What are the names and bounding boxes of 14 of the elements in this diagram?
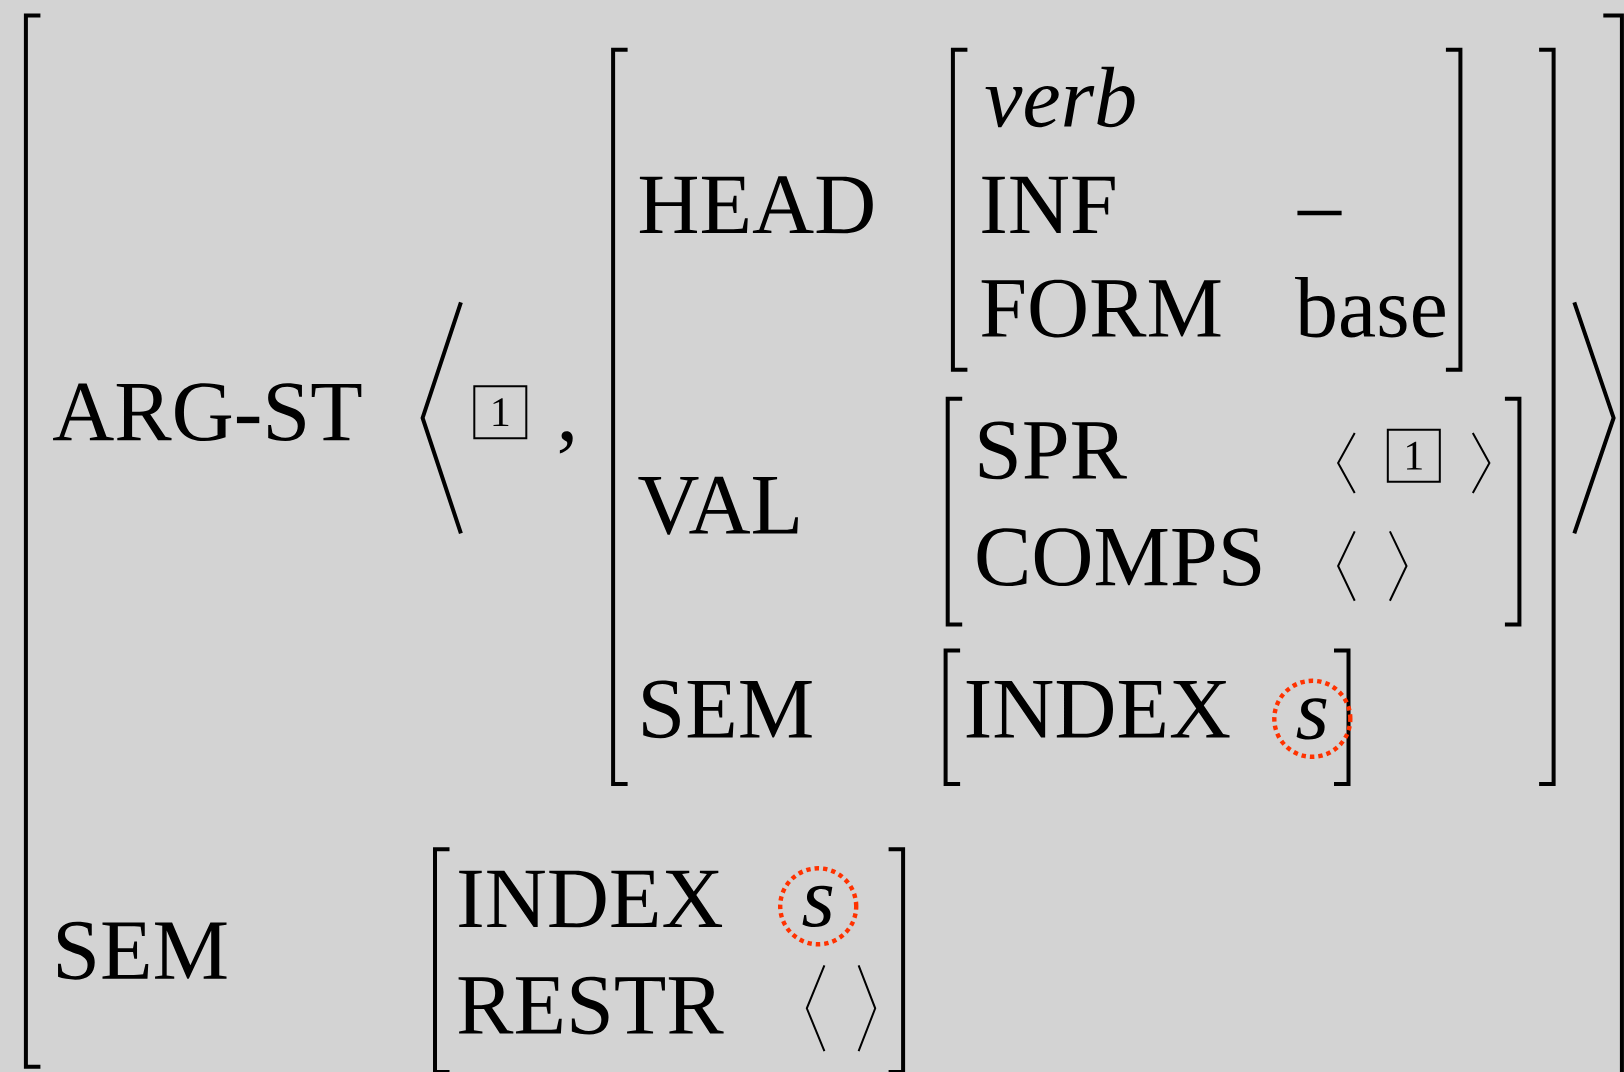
attribute-label: SPR: [979, 421, 1127, 480]
attribute-label: SEM: [57, 921, 227, 980]
boxed-tag: 1: [1386, 428, 1441, 483]
attribute-label: RESTR: [458, 976, 724, 1035]
attribute-label: FORM: [981, 279, 1221, 338]
attribute-label: INF: [982, 176, 1115, 233]
attribute-label: ,: [559, 431, 573, 454]
attribute-label: COMPS: [977, 528, 1261, 587]
attribute-label: VAL: [638, 476, 798, 535]
attribute-label: SEM: [643, 680, 812, 739]
value-text: verb: [985, 66, 1135, 128]
boxed-tag: 1: [473, 385, 528, 440]
attribute-label: –: [1297, 210, 1342, 216]
attribute-label: ARG-ST: [53, 383, 362, 442]
